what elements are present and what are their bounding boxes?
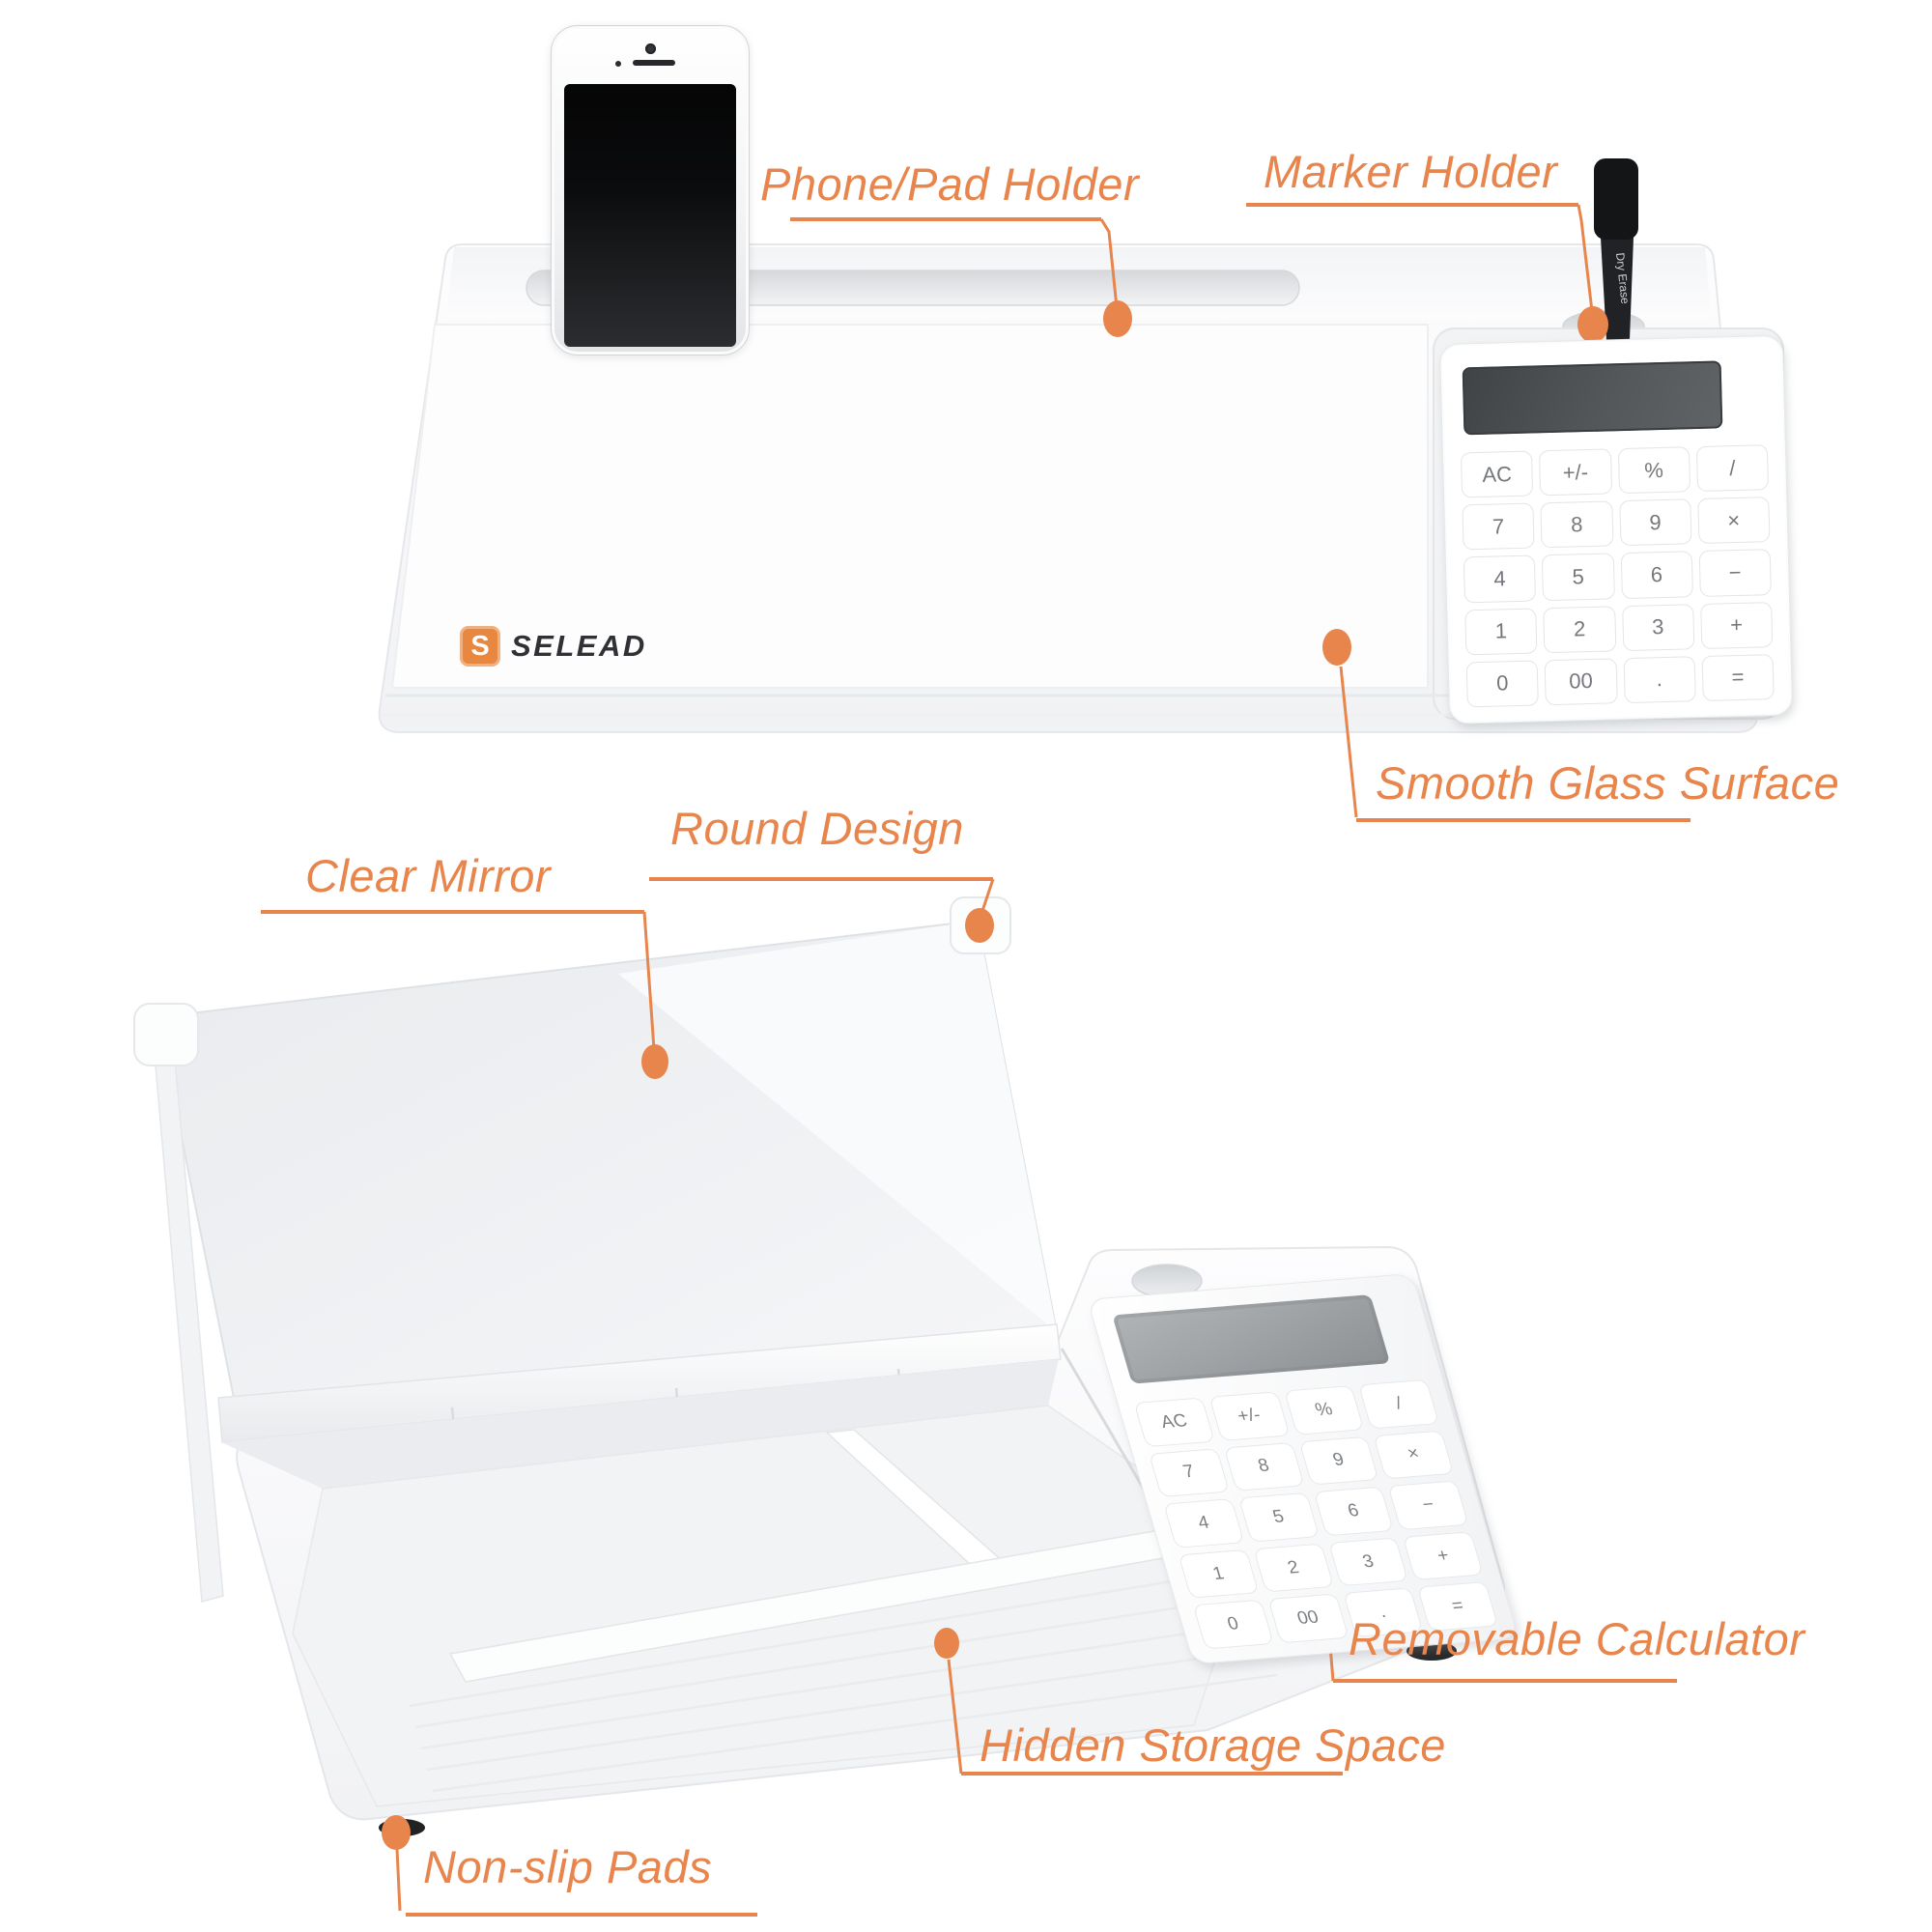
calculator-key: 4 bbox=[1463, 554, 1537, 604]
calculator-key: AC bbox=[1460, 450, 1534, 498]
brand-logo-text: SELEAD bbox=[511, 629, 647, 663]
calculator-key: 3 bbox=[1621, 603, 1695, 651]
pen-groove-4 bbox=[426, 1646, 1274, 1772]
calculator-key: / bbox=[1358, 1378, 1440, 1430]
callout-dot bbox=[1322, 629, 1351, 666]
label-round-design: Round Design bbox=[670, 803, 964, 854]
calculator-key: . bbox=[1623, 655, 1696, 704]
callout-dot bbox=[1103, 300, 1132, 337]
pen-groove-1 bbox=[409, 1565, 1262, 1708]
callout-phone-pad-holder-line bbox=[790, 217, 1132, 337]
calculator-key: 2 bbox=[1543, 605, 1616, 654]
marker-cap bbox=[1594, 158, 1638, 240]
callout-hidden-storage-line bbox=[934, 1628, 1343, 1776]
callout-dot bbox=[382, 1815, 411, 1850]
leader-line bbox=[947, 1659, 963, 1775]
pen-groove-2 bbox=[414, 1592, 1266, 1729]
pen-groove-3 bbox=[420, 1619, 1271, 1750]
dry-erase-marker: Dry Erase bbox=[1594, 158, 1638, 340]
label-phone-pad-holder: Phone/Pad Holder bbox=[760, 158, 1140, 210]
leader-line bbox=[1577, 204, 1594, 312]
calculator-key: 8 bbox=[1540, 500, 1614, 549]
phone-speaker-icon bbox=[633, 60, 675, 66]
calculator-key: 9 bbox=[1297, 1435, 1379, 1486]
calculator-key: +/- bbox=[1539, 448, 1612, 497]
leader-line bbox=[1099, 218, 1119, 308]
calculator-key: 2 bbox=[1252, 1543, 1334, 1593]
label-clear-mirror: Clear Mirror bbox=[305, 850, 552, 901]
calculator-key: 6 bbox=[1313, 1486, 1395, 1537]
calculator-key: 7 bbox=[1462, 502, 1535, 551]
callout-round-design-line bbox=[649, 877, 995, 943]
inner-back-wall bbox=[221, 1359, 1059, 1489]
leader-line bbox=[395, 1848, 402, 1912]
phone-camera-icon bbox=[645, 43, 656, 54]
calculator-key: AC bbox=[1133, 1397, 1215, 1447]
mirror-corner-cap-left bbox=[133, 1003, 199, 1066]
calculator-key: + bbox=[1699, 601, 1774, 649]
calculator-key: = bbox=[1701, 653, 1775, 701]
callout-smooth-glass-line bbox=[1322, 629, 1690, 822]
calculator-key: − bbox=[1387, 1480, 1469, 1530]
calculator-key: 9 bbox=[1618, 498, 1692, 547]
glass-writing-surface bbox=[390, 324, 1429, 689]
hinge-bar bbox=[217, 1323, 1062, 1443]
calculator-key: / bbox=[1695, 444, 1770, 493]
phone-screen bbox=[564, 84, 736, 347]
calculator-key: × bbox=[1373, 1430, 1455, 1480]
mirror-reflection bbox=[618, 921, 1057, 1332]
calculator-key: 0 bbox=[1192, 1600, 1274, 1650]
leader-line bbox=[1339, 666, 1358, 818]
calculator-key: 4 bbox=[1163, 1498, 1245, 1548]
callout-clear-mirror-line bbox=[261, 910, 668, 1079]
phone-sensor-icon bbox=[615, 61, 621, 67]
marker-brand-text: Dry Erase bbox=[1613, 252, 1633, 305]
leader-line bbox=[642, 911, 656, 1050]
calculator-key: 7 bbox=[1148, 1447, 1230, 1498]
calculator-key: 00 bbox=[1544, 658, 1618, 706]
label-removable-calculator: Removable Calculator bbox=[1349, 1613, 1805, 1664]
label-non-slip-pads: Non-slip Pads bbox=[423, 1841, 713, 1892]
callout-non-slip-pads-line bbox=[382, 1815, 757, 1917]
calculator-key: 1 bbox=[1464, 608, 1538, 656]
calculator-key: 0 bbox=[1465, 660, 1540, 708]
label-marker-holder: Marker Holder bbox=[1264, 146, 1558, 197]
marker-body bbox=[1601, 238, 1634, 340]
calculator-key: 3 bbox=[1327, 1537, 1409, 1587]
calculator-key: 1 bbox=[1178, 1548, 1260, 1600]
calculator-key: 8 bbox=[1223, 1441, 1305, 1492]
label-hidden-storage-space: Hidden Storage Space bbox=[980, 1719, 1446, 1771]
calculator-key: 00 bbox=[1267, 1593, 1350, 1644]
calculator-key: − bbox=[1698, 549, 1772, 597]
calculator-key: 5 bbox=[1237, 1492, 1320, 1543]
callout-dot bbox=[1577, 306, 1608, 343]
calculator-key: 6 bbox=[1620, 551, 1693, 599]
brand-logo: S SELEAD bbox=[460, 626, 647, 667]
brand-logo-icon: S bbox=[460, 626, 500, 667]
desk-organizer-top-view: Dry Erase bbox=[378, 158, 1784, 733]
calculator-key: % bbox=[1617, 446, 1690, 495]
calculator-key: × bbox=[1697, 497, 1771, 545]
leader-line bbox=[980, 878, 995, 915]
callout-marker-holder-line bbox=[1246, 203, 1608, 343]
calculator-display bbox=[1462, 360, 1723, 436]
calculator-key: + bbox=[1403, 1531, 1484, 1581]
calculator-key: 5 bbox=[1542, 553, 1615, 601]
callout-dot bbox=[934, 1628, 959, 1659]
calculator-display bbox=[1112, 1294, 1391, 1384]
pen-groove-5 bbox=[432, 1673, 1278, 1793]
phone-in-holder bbox=[551, 25, 750, 355]
label-smooth-glass-surface: Smooth Glass Surface bbox=[1376, 757, 1840, 809]
calculator-key: % bbox=[1283, 1385, 1365, 1435]
calculator-key: +/- bbox=[1208, 1391, 1290, 1441]
callout-dot bbox=[641, 1044, 668, 1079]
callout-dot bbox=[965, 908, 994, 943]
